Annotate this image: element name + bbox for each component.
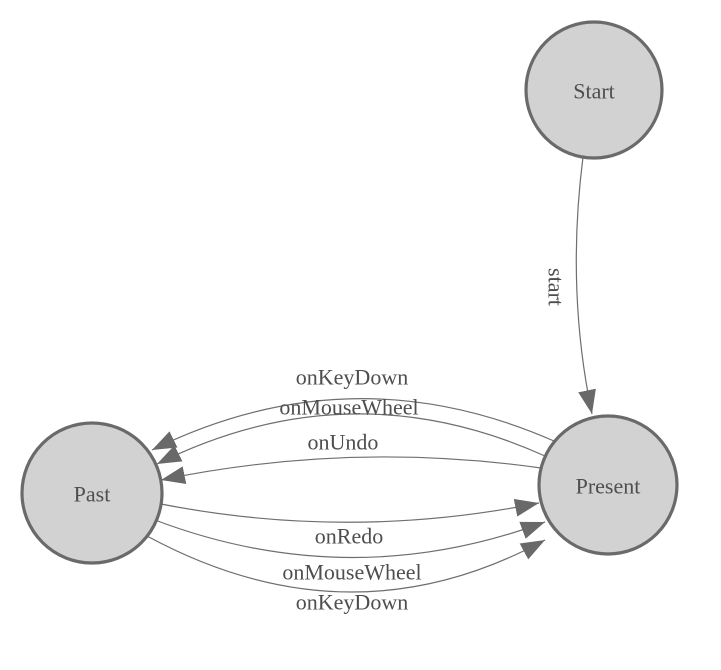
- node-start-circle[interactable]: [524, 20, 664, 160]
- edge-label-onredo: onRedo: [315, 524, 383, 549]
- edge-present-to-past-onkeydown-path: [151, 398, 555, 451]
- edge-present-to-past-onundo-path: [160, 456, 542, 484]
- edge-past-to-present-onmousewheel-path: [154, 519, 546, 559]
- edge-past-to-present-onkeydown: onKeyDown: [146, 535, 546, 615]
- edge-present-to-past-onkeydown: onKeyDown: [151, 365, 555, 451]
- edge-label-onmousewheel-top: onMouseWheel: [279, 395, 418, 420]
- edge-label-onundo: onUndo: [308, 430, 379, 455]
- edge-past-to-present-onredo: onRedo: [160, 498, 540, 549]
- edge-past-to-present-onredo-path: [160, 498, 540, 523]
- node-start-label: Start: [573, 79, 615, 104]
- edge-start-to-present: start: [544, 156, 596, 415]
- edge-label-onkeydown-top: onKeyDown: [296, 365, 408, 390]
- node-present[interactable]: Present: [537, 414, 679, 556]
- edge-start-to-present-path: [575, 156, 596, 415]
- edge-present-to-past-onundo: onUndo: [160, 430, 542, 484]
- edge-label-start: start: [544, 268, 569, 306]
- node-present-circle[interactable]: [537, 414, 679, 556]
- node-past[interactable]: Past: [20, 421, 164, 565]
- edge-label-onmousewheel-bottom: onMouseWheel: [282, 560, 421, 585]
- node-start[interactable]: Start: [524, 20, 664, 160]
- node-past-circle[interactable]: [20, 421, 164, 565]
- edge-past-to-present-onkeydown-path: [146, 535, 546, 593]
- edge-past-to-present-onmousewheel: onMouseWheel: [154, 519, 546, 585]
- edge-label-onkeydown-bottom: onKeyDown: [296, 590, 408, 615]
- node-present-label: Present: [576, 474, 641, 499]
- edge-present-to-past-onmousewheel-path: [156, 413, 546, 465]
- node-past-label: Past: [74, 482, 111, 507]
- edge-present-to-past-onmousewheel: onMouseWheel: [156, 395, 546, 465]
